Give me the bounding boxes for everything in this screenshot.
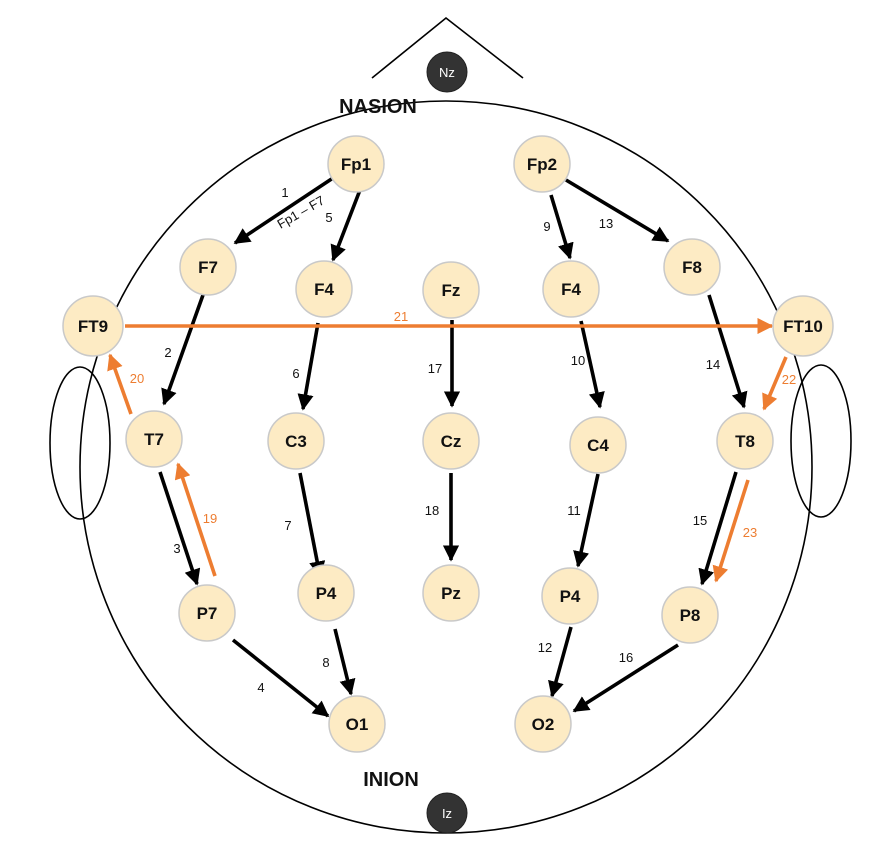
arrow-label-9: 9 [543,219,550,234]
left-ear [49,366,111,520]
arrow-label-16: 16 [619,650,633,665]
right-ear [790,364,852,518]
electrode-ft9-label: FT9 [78,317,108,336]
nose-outline [371,16,524,79]
electrode-f8-label: F8 [682,258,702,277]
arrow-22 [762,356,788,411]
arrow-20 [107,353,133,415]
arrow-label-21: 21 [394,309,408,324]
electrode-c3: C3 [267,412,325,470]
arrow-label-19: 19 [203,511,217,526]
electrode-ft9: FT9 [62,295,124,357]
arrow-label-11: 11 [567,503,581,518]
electrodes: Fp1 Fp2 F7 F4 Fz F4 F8 FT9 FT10 T7 C3 Cz… [62,135,834,753]
arrow-label-6: 6 [292,366,299,381]
black-arrows [158,176,748,718]
arrow-label-4: 4 [257,680,264,695]
electrode-cz-label: Cz [441,432,462,451]
electrode-p4-left: P4 [297,564,355,622]
arrow-13 [565,178,670,243]
arrow-4 [231,638,330,718]
arrow-label-17: 17 [428,361,442,376]
arrow-label-23: 23 [743,525,757,540]
electrode-cz: Cz [422,412,480,470]
arrow-label-2: 2 [164,345,171,360]
electrode-ft10-label: FT10 [783,317,823,336]
arrow-2 [161,294,205,406]
arrow-label-1: 1 [281,185,288,200]
electrode-ft10: FT10 [772,295,834,357]
inion-label: INION [363,769,419,791]
arrow-label-18: 18 [425,503,439,518]
electrode-c3-label: C3 [285,432,307,451]
electrode-f8: F8 [663,238,721,296]
electrode-fp2: Fp2 [513,135,571,193]
electrode-p4-right-label: P4 [560,587,581,606]
arrow-5 [330,189,362,262]
reference-nz: Nz [426,51,468,93]
electrode-c4-label: C4 [587,436,609,455]
electrode-t7-label: T7 [144,430,164,449]
arrow-label-13: 13 [599,216,613,231]
electrode-f4-right: F4 [542,260,600,318]
electrode-t8-label: T8 [735,432,755,451]
arrow-1 [233,176,334,245]
arrow-8 [333,628,356,696]
arrow-3 [158,471,201,586]
arrow-15 [698,471,738,586]
electrode-fz: Fz [422,261,480,319]
arrow-19 [174,462,217,577]
arrow-label-12: 12 [538,640,552,655]
nasion-label: NASION [339,96,417,118]
electrode-o1-label: O1 [346,715,369,734]
electrode-o1: O1 [328,695,386,753]
arrow-label-14: 14 [706,357,720,372]
arrow-6 [297,322,320,411]
electrode-fp2-label: Fp2 [527,155,557,174]
arrow-label-15: 15 [693,513,707,528]
electrode-p7: P7 [178,584,236,642]
electrode-f4-left-label: F4 [314,280,334,299]
arrow-label-5: 5 [325,210,332,225]
electrode-fp1: Fp1 [327,135,385,193]
arrow-label-20: 20 [130,371,144,386]
electrode-o2-label: O2 [532,715,555,734]
electrode-o2: O2 [514,695,572,753]
electrode-p4-left-label: P4 [316,584,337,603]
arrow-10 [579,320,605,409]
electrode-fp1-label: Fp1 [341,155,371,174]
reference-iz: Iz [426,792,468,834]
electrode-p7-label: P7 [197,604,218,623]
electrode-f4-left: F4 [295,260,353,318]
electrode-pz-label: Pz [441,584,461,603]
electrode-f4-right-label: F4 [561,280,581,299]
reference-nz-label: Nz [439,65,455,80]
arrow-label-22: 22 [782,372,796,387]
reference-iz-label: Iz [442,806,452,821]
electrode-c4: C4 [569,416,627,474]
arrow-14 [707,294,748,409]
arrow-23 [712,479,750,583]
electrode-t7: T7 [125,410,183,468]
arrow-labels: 1 5 2 3 4 6 7 8 17 18 9 13 10 11 12 14 1… [130,185,796,695]
electrode-f7-label: F7 [198,258,218,277]
electrode-p8-label: P8 [680,606,701,625]
electrode-pz: Pz [422,564,480,622]
arrow-12 [548,626,573,698]
electrode-fz-label: Fz [442,281,461,300]
orange-arrows [107,317,788,583]
electrode-p8: P8 [661,586,719,644]
arrow-label-10: 10 [571,353,585,368]
arrow-11 [573,473,600,568]
arrow-9 [549,194,574,260]
arrow-label-8: 8 [322,655,329,670]
arrow-16 [572,643,679,713]
electrode-p4-right: P4 [541,567,599,625]
arrow-label-3: 3 [173,541,180,556]
arrow-label-7: 7 [284,518,291,533]
electrode-t8: T8 [716,412,774,470]
arrow-7 [298,472,326,578]
electrode-f7: F7 [179,238,237,296]
